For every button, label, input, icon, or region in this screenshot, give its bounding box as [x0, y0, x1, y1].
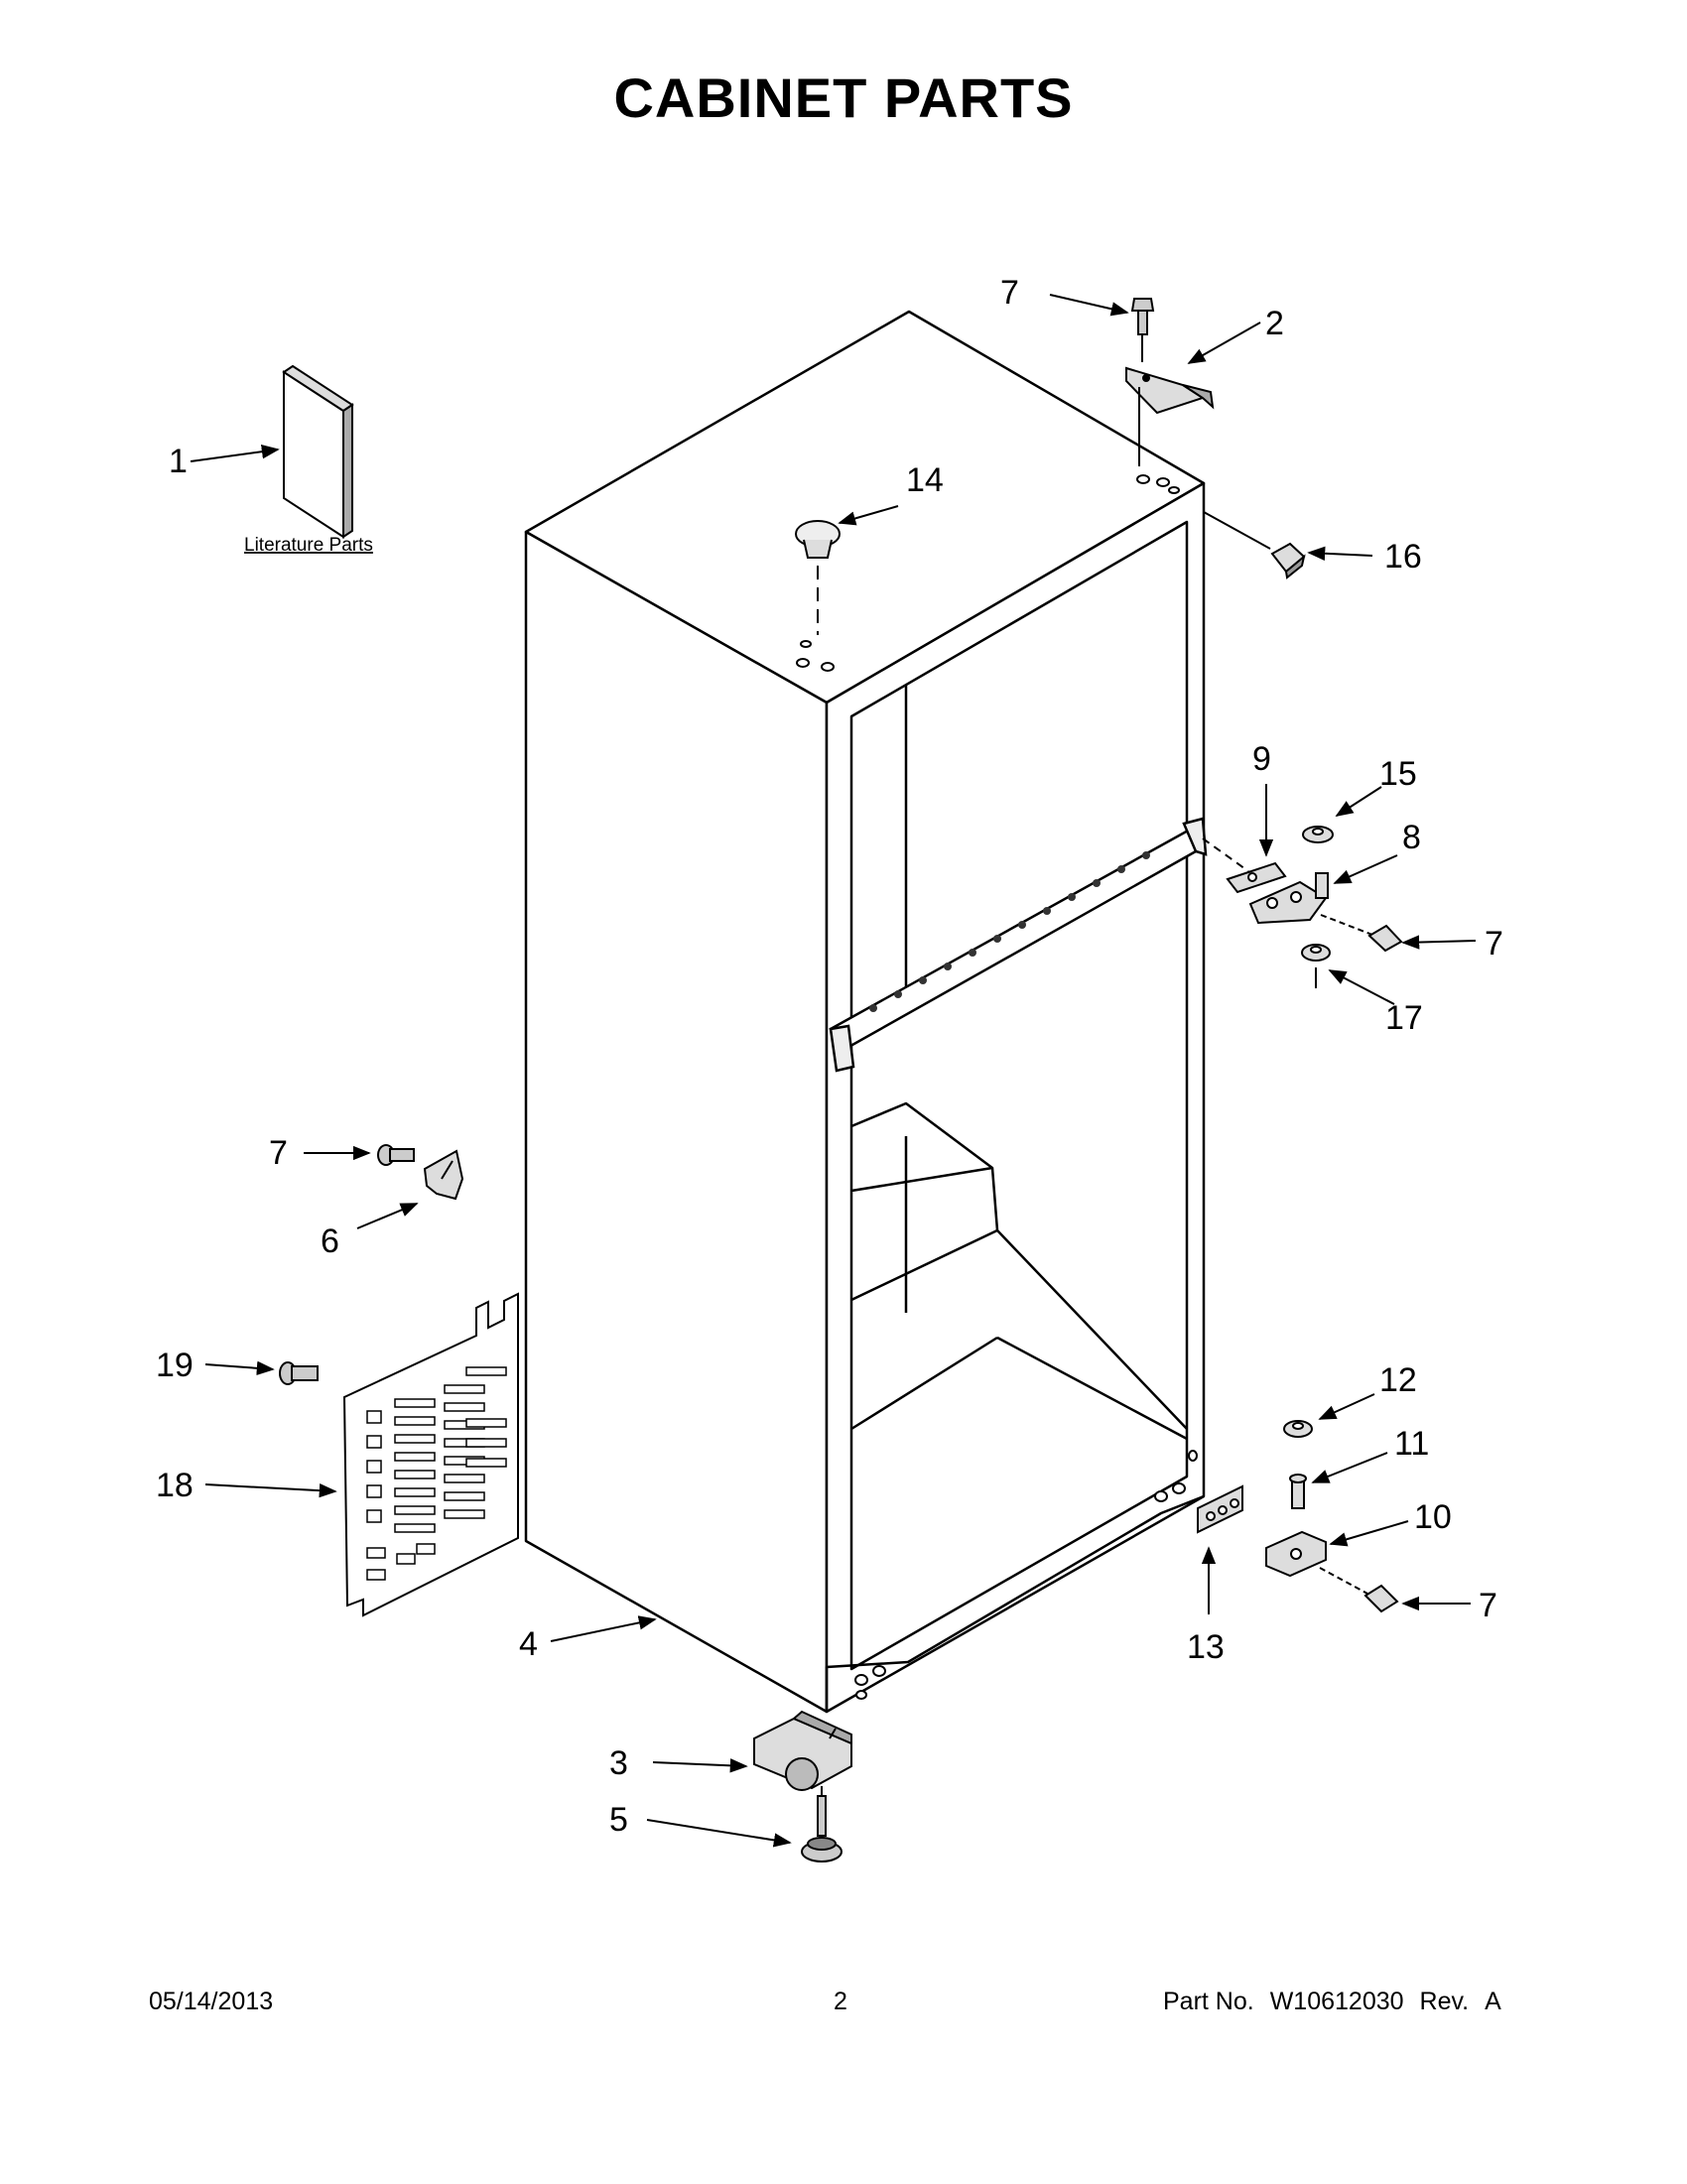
callout-11: 11	[1394, 1425, 1429, 1463]
footer-part-number: Part No. W10612030 Rev. A	[1163, 1988, 1501, 2016]
mullion-holes	[869, 851, 1150, 1012]
callout-6: 6	[321, 1222, 339, 1260]
callout-7-top: 7	[1000, 274, 1019, 312]
rear-access-panel	[342, 1292, 519, 1617]
leveling-foot-part	[801, 1786, 843, 1863]
page-title: CABINET PARTS	[613, 66, 1074, 129]
callout-9: 9	[1252, 740, 1271, 778]
cabinet-top-holes	[796, 474, 1180, 672]
footer-date: 05/14/2013	[149, 1988, 274, 2015]
clip-part	[423, 1149, 464, 1201]
callout-1: 1	[169, 443, 188, 480]
center-hinge-assembly	[1202, 826, 1403, 988]
rev-label: Rev.	[1419, 1988, 1470, 2015]
literature-parts-label: Literature Parts	[244, 535, 373, 556]
footer-page-number: 2	[834, 1988, 847, 2015]
screw-panel	[279, 1361, 319, 1385]
callout-12: 12	[1379, 1361, 1417, 1399]
callout-5: 5	[609, 1801, 628, 1839]
callout-7-left: 7	[269, 1134, 288, 1172]
callout-4: 4	[519, 1625, 538, 1663]
part-no-value: W10612030	[1269, 1988, 1404, 2015]
callout-16: 16	[1384, 538, 1422, 576]
callout-19: 19	[156, 1347, 194, 1384]
callout-7-bottom: 7	[1479, 1587, 1497, 1624]
roller-bracket-part	[753, 1710, 852, 1791]
hinge-cover-part	[1203, 511, 1306, 579]
plug-button-part	[795, 520, 841, 635]
callout-18: 18	[156, 1467, 194, 1504]
rev-value: A	[1485, 1988, 1501, 2015]
callout-15: 15	[1379, 755, 1417, 793]
callout-8: 8	[1402, 819, 1421, 856]
callout-3: 3	[609, 1744, 628, 1782]
refrigerator-cabinet	[524, 310, 1206, 1714]
callout-2: 2	[1265, 305, 1284, 342]
callout-17: 17	[1385, 999, 1423, 1037]
cabinet-bottom-holes	[854, 1450, 1198, 1700]
literature-booklet	[282, 364, 354, 539]
callout-10: 10	[1414, 1498, 1452, 1536]
leader-lines	[190, 294, 1477, 1848]
callout-14: 14	[906, 461, 944, 499]
top-hinge-part	[1125, 366, 1215, 466]
callout-7-center: 7	[1485, 925, 1503, 963]
screw-top-hinge	[1130, 298, 1155, 362]
callout-13: 13	[1187, 1628, 1225, 1666]
screw-clip	[377, 1144, 415, 1166]
bottom-hinge-assembly	[1197, 1420, 1399, 1613]
part-no-label: Part No.	[1163, 1988, 1254, 2015]
